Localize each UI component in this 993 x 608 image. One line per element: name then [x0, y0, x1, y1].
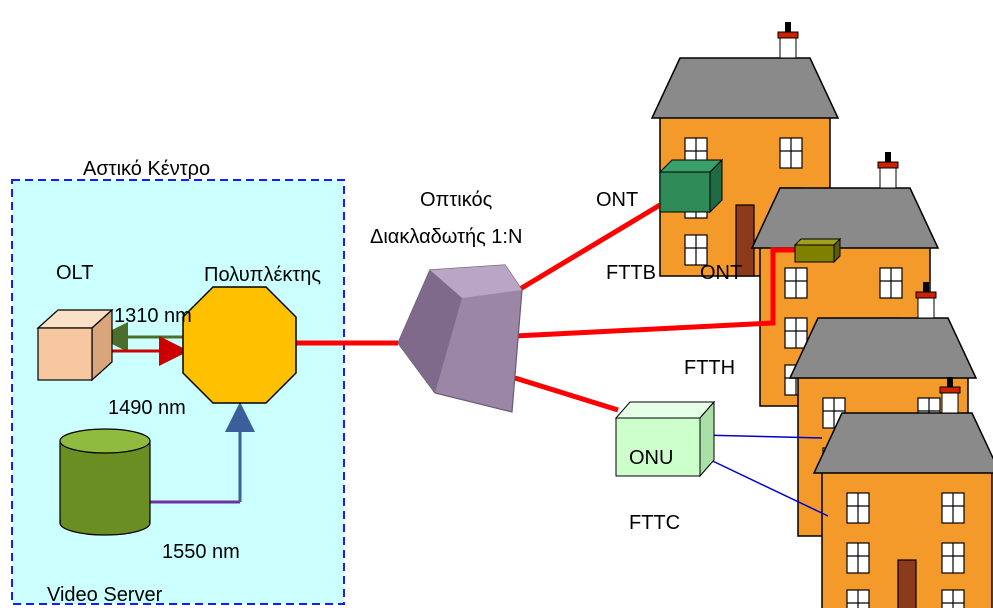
ont-top-label: ONT	[596, 189, 639, 211]
copper-line-2	[699, 454, 829, 517]
fiber-to-onu	[514, 375, 619, 413]
copper-line-1	[699, 434, 823, 439]
wavelength-1550: 1550 nm	[162, 541, 240, 563]
urban-center-box	[11, 179, 345, 605]
olt-cube	[36, 308, 114, 382]
onu-label: ONU	[629, 447, 674, 469]
video-server-label: Video Server	[47, 584, 163, 606]
wavelength-1310: 1310 nm	[114, 305, 192, 327]
ont-top-box	[658, 158, 724, 214]
optical-splitter	[397, 264, 523, 413]
mux-label: Πολυπλέκτης	[204, 264, 322, 286]
olt-label: OLT	[56, 262, 94, 284]
ont-mid-label: ONT	[700, 262, 743, 284]
fttb-label: FTTB	[606, 262, 656, 284]
fttc-label: FTTC	[629, 512, 681, 534]
ftth-label: FTTH	[684, 357, 736, 379]
splitter-label-line1: Οπτικός	[420, 189, 493, 211]
wdm-mux	[182, 286, 297, 404]
wavelength-1490: 1490 nm	[108, 397, 186, 419]
fiber-to-ont-top	[513, 202, 662, 295]
onu-box	[614, 400, 716, 478]
urban-center-title: Αστικό Κέντρο	[83, 158, 211, 180]
splitter-label-line2: Διακλαδωτής 1:N	[370, 226, 523, 248]
ont-mid-box	[793, 237, 842, 264]
fiber-to-ont-mid	[514, 247, 795, 339]
video-server	[59, 428, 151, 536]
